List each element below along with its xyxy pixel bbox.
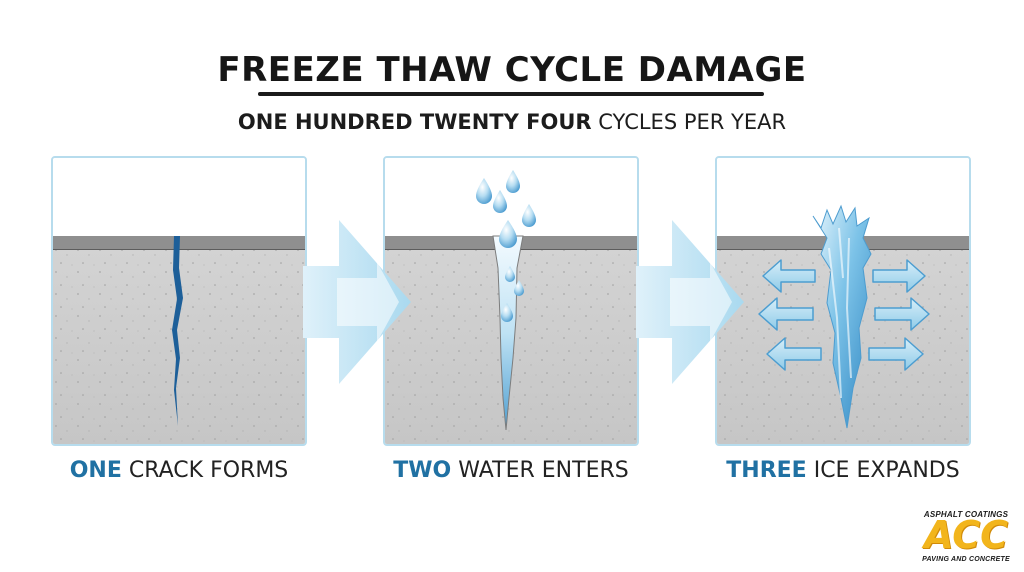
diagram-subtitle: ONE HUNDRED TWENTY FOUR CYCLES PER YEAR xyxy=(0,110,1024,134)
step-number: ONE xyxy=(69,458,122,483)
crack-shape xyxy=(172,236,183,426)
expansion-arrow-icon xyxy=(758,259,930,371)
caption-step-one: ONE CRACK FORMS xyxy=(51,458,307,483)
step-number: TWO xyxy=(393,458,452,483)
caption-step-three: THREE ICE EXPANDS xyxy=(715,458,971,483)
ice-wedge xyxy=(812,204,872,429)
crack-illustration xyxy=(53,158,305,444)
flow-arrow-icon xyxy=(636,220,744,384)
subtitle-bold: ONE HUNDRED TWENTY FOUR xyxy=(237,110,592,134)
logo-bottom-text: PAVING AND CONCRETE xyxy=(922,556,1010,563)
water-drop-icon xyxy=(476,170,536,322)
flow-arrow-icon xyxy=(303,220,411,384)
company-logo: ASPHALT COATINGS ACC PAVING AND CONCRETE xyxy=(910,510,1022,568)
step-label: CRACK FORMS xyxy=(121,458,289,483)
ice-illustration xyxy=(717,158,969,444)
water-illustration xyxy=(385,158,637,444)
panel-water-enters xyxy=(383,156,639,446)
step-number: THREE xyxy=(726,458,807,483)
water-crack xyxy=(492,235,524,431)
title-underline xyxy=(258,92,764,96)
caption-step-two: TWO WATER ENTERS xyxy=(383,458,639,483)
panel-crack-forms xyxy=(51,156,307,446)
logo-top-text: ASPHALT COATINGS xyxy=(923,510,1009,519)
logo-wordmark: ACC xyxy=(923,513,1008,557)
diagram-title: FREEZE THAW CYCLE DAMAGE xyxy=(217,50,807,90)
step-label: ICE EXPANDS xyxy=(806,458,960,483)
panel-ice-expands xyxy=(715,156,971,446)
step-label: WATER ENTERS xyxy=(451,458,629,483)
subtitle-rest: CYCLES PER YEAR xyxy=(591,110,787,134)
